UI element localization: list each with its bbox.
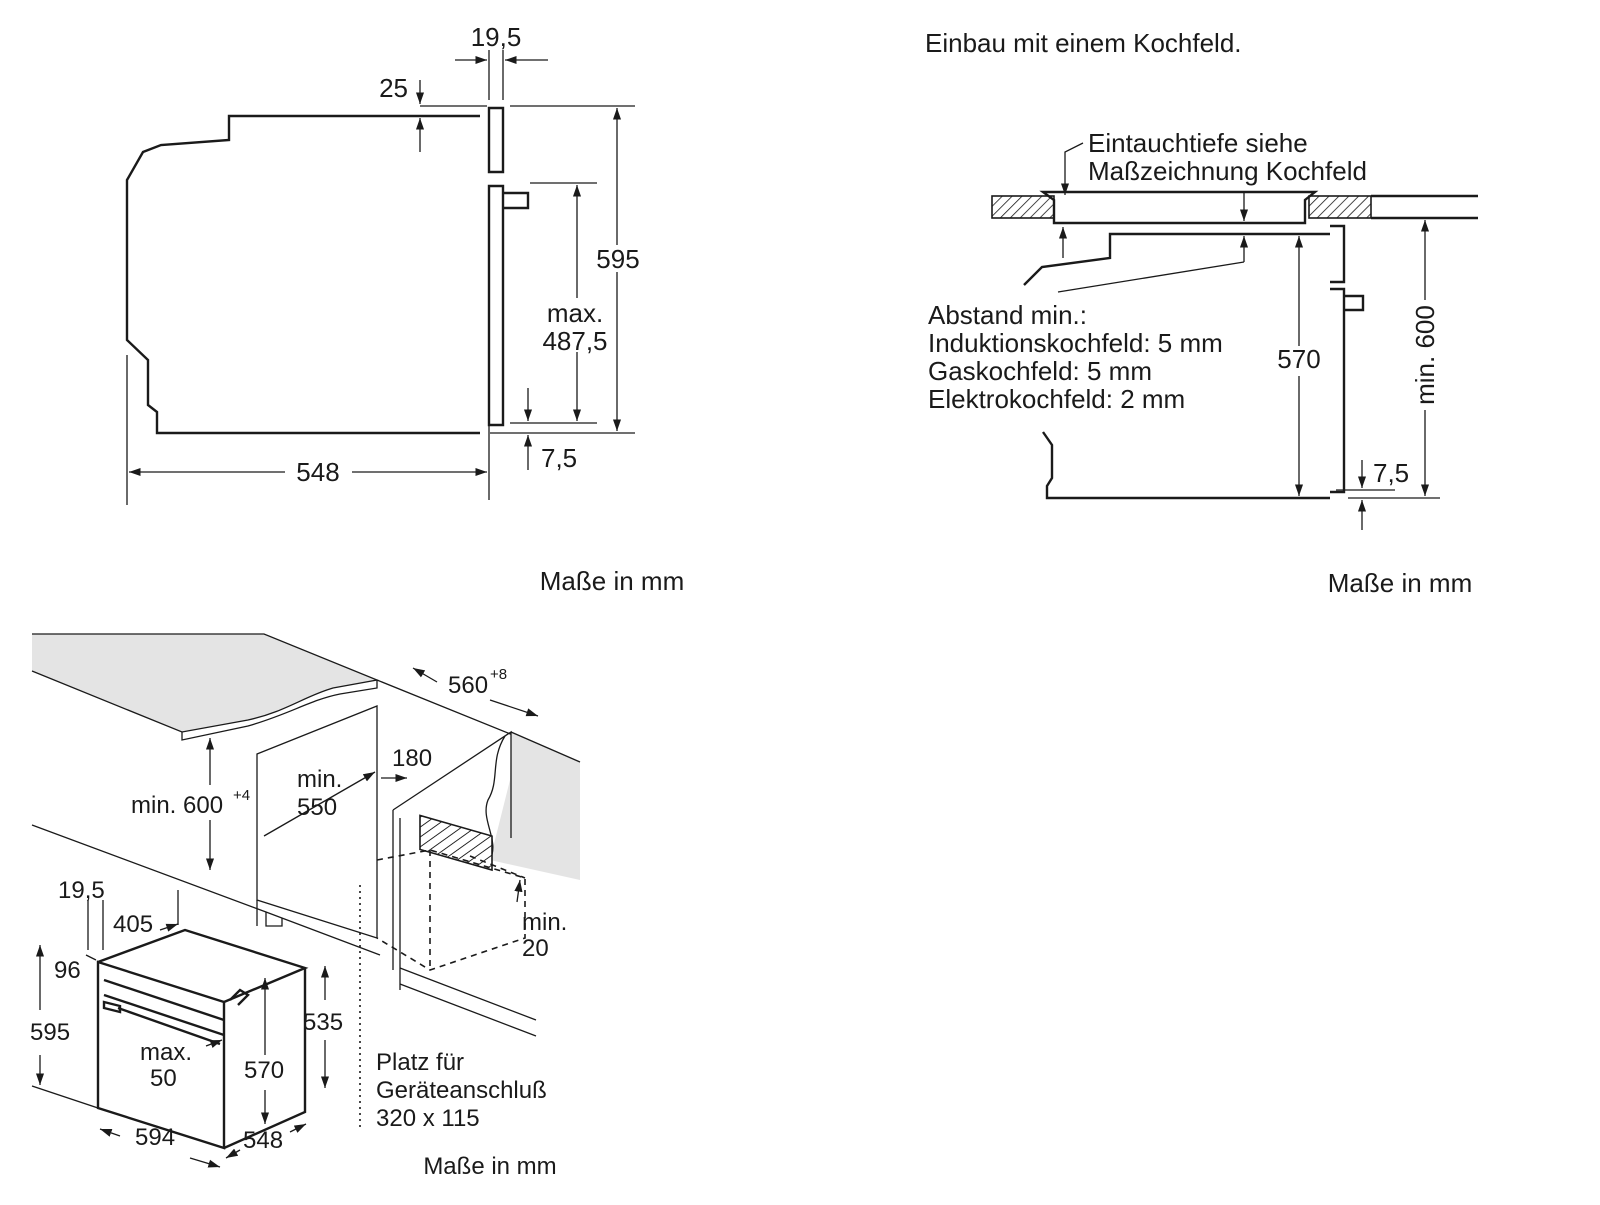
hob-note-line1: Eintauchtiefe siehe (1088, 128, 1308, 158)
hob-title: Einbau mit einem Kochfeld. (925, 28, 1242, 58)
dim-19-5-label: 19,5 (471, 22, 522, 52)
connection-line1: Platz für (376, 1049, 464, 1076)
hob-outline (1039, 190, 1319, 225)
dim-487-5-label: 487,5 (542, 326, 607, 356)
dim-180-label: 180 (392, 745, 432, 772)
oven-body-outline (125, 114, 480, 435)
connection-cutout (419, 814, 493, 872)
max-50-label-a: max. (140, 1039, 192, 1066)
gap-induction: Induktionskochfeld: 5 mm (928, 328, 1223, 358)
min-600-tolerance: +4 (233, 787, 250, 804)
min-550-label-b: 550 (297, 794, 337, 821)
side-view-diagram: 19,5 25 595 max. 487,5 7,5 548 Maße in m… (125, 22, 684, 596)
oven-front-right (1330, 224, 1346, 494)
max-label: max. (547, 298, 603, 328)
isometric-niche-diagram: min. 600 +4 min. 550 560 +8 180 min. 20 … (30, 633, 581, 1180)
connection-line2: Geräteanschluß (376, 1077, 547, 1104)
dim-7-5-label: 7,5 (541, 443, 577, 473)
dim-7-5-label: 7,5 (1373, 458, 1409, 488)
units-caption: Maße in mm (1328, 568, 1472, 598)
worktop-right (1308, 195, 1372, 219)
min-20-label-b: 20 (522, 935, 549, 962)
hob-note-line2: Maßzeichnung Kochfeld (1088, 156, 1367, 186)
units-caption: Maße in mm (540, 566, 684, 596)
dim-594-label: 594 (135, 1124, 175, 1151)
oven-front-panel (487, 106, 505, 427)
min-550-label-a: min. (297, 766, 342, 793)
dim-560-tolerance: +8 (490, 666, 507, 683)
gap-gas: Gaskochfeld: 5 mm (928, 356, 1152, 386)
dim-548-label: 548 (296, 457, 339, 487)
dim-595-label: 595 (596, 244, 639, 274)
dim-405-label: 405 (113, 911, 153, 938)
max-50-label-b: 50 (150, 1065, 177, 1092)
oven-top-outline (1023, 232, 1330, 286)
right-cabinet-side (490, 732, 580, 880)
connection-line3: 320 x 115 (376, 1105, 480, 1132)
dim-570-label: 570 (244, 1057, 284, 1084)
dim-19-5-label: 19,5 (58, 877, 105, 904)
dim-570-label: 570 (1277, 344, 1320, 374)
worktop-left (991, 195, 1055, 219)
min-600-label: min. 600 (131, 792, 223, 819)
gap-electric: Elektrokochfeld: 2 mm (928, 384, 1185, 414)
dim-min-600-label: min. 600 (1410, 305, 1440, 405)
units-caption: Maße in mm (423, 1153, 556, 1180)
min-20-label-a: min. (522, 909, 567, 936)
hob-installation-diagram: Einbau mit einem Kochfeld. Eintauchtiefe… (925, 28, 1478, 598)
niche-left-wall (256, 705, 378, 939)
dim-535-label: 535 (303, 1009, 343, 1036)
gap-heading: Abstand min.: (928, 300, 1087, 330)
dim-560-label: 560 (448, 672, 488, 699)
dim-548-label: 548 (243, 1127, 283, 1154)
dim-96-label: 96 (54, 957, 81, 984)
oven-handle (503, 191, 530, 210)
worktop-surface (32, 634, 377, 732)
dim-595-label: 595 (30, 1019, 70, 1046)
dim-25-label: 25 (379, 73, 408, 103)
